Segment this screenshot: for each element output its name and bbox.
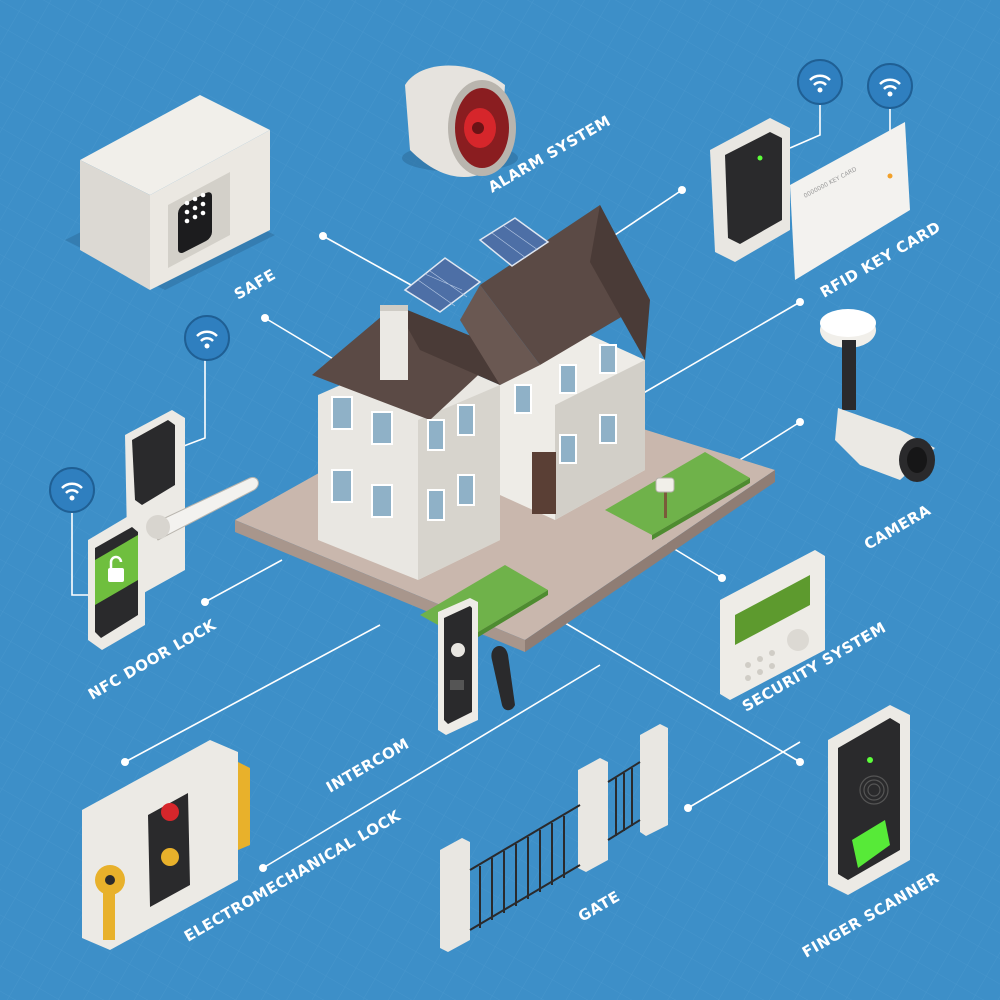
connector-finger <box>559 619 801 763</box>
solar-panel <box>478 217 550 267</box>
rfid-key-card: 0000000 KEY CARD <box>710 118 910 280</box>
house <box>312 205 650 580</box>
wifi-icon <box>867 63 913 109</box>
camera <box>820 309 935 482</box>
connector-alarm <box>322 235 421 291</box>
wifi-icon <box>184 315 230 361</box>
connector-gate <box>687 741 801 809</box>
connector-intercom <box>124 624 381 763</box>
connector-safe <box>264 317 336 361</box>
fingerprint-icon <box>859 775 889 805</box>
intercom <box>438 598 515 735</box>
connector-dot <box>796 758 804 766</box>
connector-dot <box>684 804 692 812</box>
safe <box>65 95 275 290</box>
connector-dot <box>718 574 726 582</box>
wifi-icon <box>797 59 843 105</box>
alarm-system <box>402 65 518 177</box>
finger-scanner <box>828 705 910 895</box>
smartphone <box>88 515 145 650</box>
connector-lines <box>71 105 891 872</box>
door-handle <box>149 476 259 541</box>
electromechanical-lock <box>82 740 250 950</box>
connector-rfid-wifi-1 <box>789 105 821 149</box>
connector-dot <box>121 758 129 766</box>
connector-dot <box>796 298 804 306</box>
connector-dot <box>261 314 269 322</box>
connector-dot <box>319 232 327 240</box>
mailbox <box>655 477 675 493</box>
connector-dot <box>796 418 804 426</box>
wifi-icon <box>49 467 95 513</box>
connector-nfc <box>204 559 283 603</box>
connector-camera-upper <box>639 301 801 396</box>
safe-keypad <box>178 192 212 253</box>
lock-icon <box>108 555 124 582</box>
connector-dot <box>259 864 267 872</box>
connector-dot <box>201 598 209 606</box>
connector-dot <box>678 186 686 194</box>
chimney <box>380 305 408 380</box>
nfc-door-lock <box>88 410 259 650</box>
gate <box>440 724 668 952</box>
lawn-front-right <box>605 452 750 535</box>
connector-electromech <box>262 664 601 869</box>
security-system-panel <box>720 550 825 700</box>
key-icon <box>95 865 125 940</box>
gate-bars <box>469 761 641 931</box>
windows <box>331 344 617 521</box>
key-card <box>790 122 910 280</box>
front-door <box>532 452 556 514</box>
keypad-dots <box>184 192 206 224</box>
solar-panel <box>403 257 482 313</box>
